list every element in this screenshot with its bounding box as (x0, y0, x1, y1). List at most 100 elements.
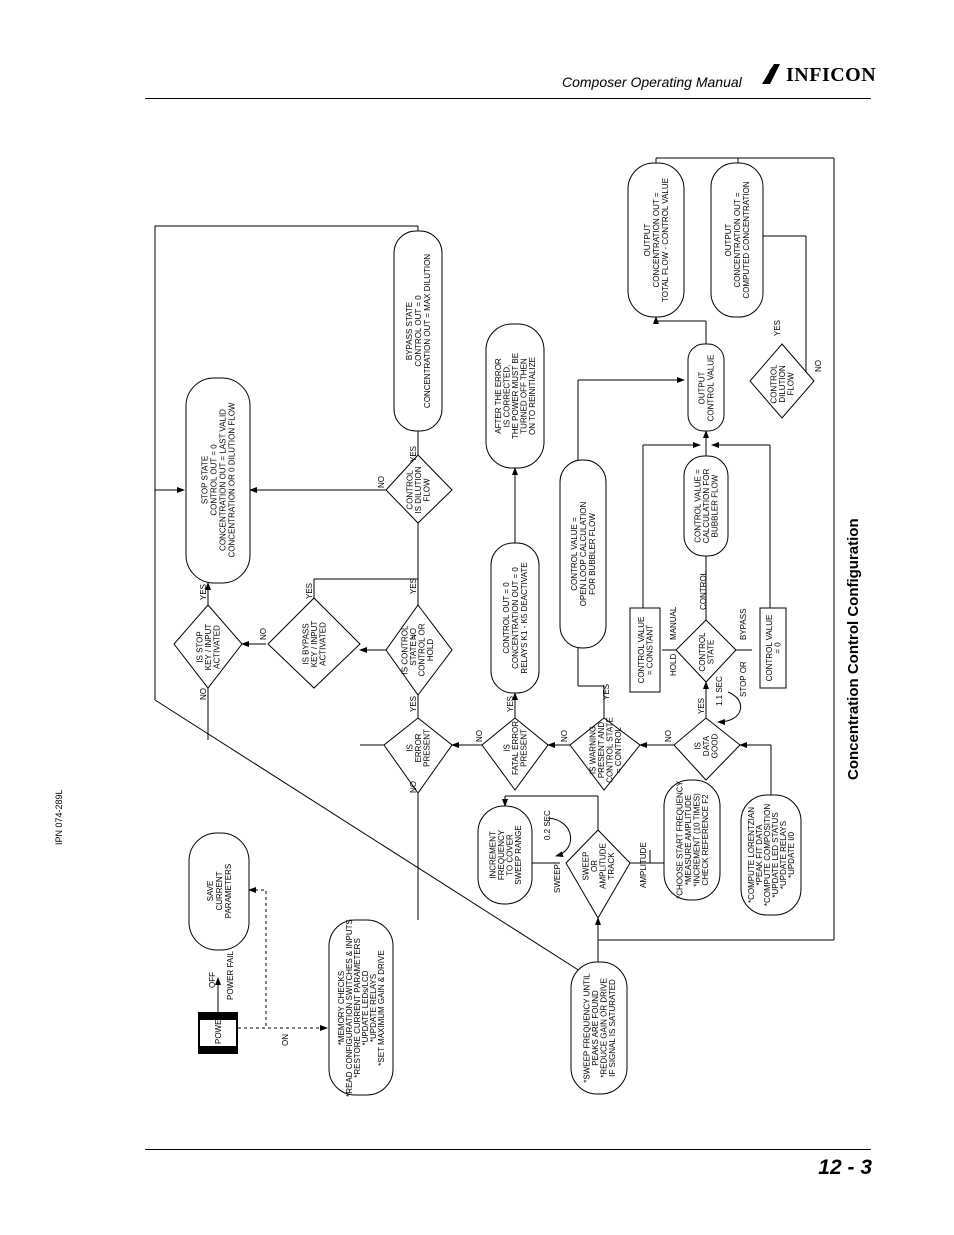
ctrl-state-q-line: CONTROL OR (417, 623, 426, 676)
out-computed-node (710, 162, 764, 318)
sweep-amp-line: TRACK (607, 852, 616, 880)
bypass-q-text: IS BYPASSKEY / INPUTACTIVATED (302, 621, 328, 668)
inficon-logo-icon (762, 64, 780, 84)
dilution-decision (385, 454, 453, 524)
ctrl-dil-q-text: CONTROLDILUTIONFLOW (770, 364, 796, 404)
no-branch-label: NO (664, 730, 673, 742)
dilution-q-line: FLOW (423, 478, 432, 502)
init-list-line: *RESTORE CURRENT PARAMETERS (353, 938, 362, 1078)
sweep-label: SWEEP (553, 864, 562, 893)
ctrl-out-zero-node (490, 542, 540, 694)
sweep-amp-text: SWEEPORAMPLITUDETRACK (581, 843, 616, 889)
bypass-state-text: BYPASS STATECONTROL OUT = 0CONCENTRATION… (405, 254, 432, 408)
save-parameters-node (188, 832, 250, 951)
diagram-caption: Concentration Control Configuration (845, 518, 862, 780)
choose-node (663, 779, 721, 901)
ctrl-out-zero-text: CONTROL OUT = 0CONCENTRATION OUT = 0RELA… (502, 562, 529, 673)
no-branch-label: NO (199, 688, 208, 700)
ctrl-out-zero-line: RELAYS K1 - K5 DEACTIVATE (520, 562, 529, 673)
increment-node (477, 805, 533, 905)
yes-branch-label: YES (409, 446, 418, 462)
data-good-line: GOOD (711, 734, 720, 759)
sec02-label: 0.2 SEC (543, 810, 552, 840)
control-state-line: STATE (706, 640, 715, 665)
init-list-line: *UPDATE RELAYS (369, 974, 378, 1042)
svg-text:POWER: POWER (214, 1014, 223, 1044)
yes-branch-label: YES (773, 320, 782, 336)
choose-line: *CHOOSE START FREQUENCY (675, 780, 684, 898)
choose-line: *INCREMENT (10 TIMES) (692, 793, 701, 887)
stop-state-node (185, 377, 251, 584)
after-error-node (485, 323, 545, 469)
yes-branch-label: YES (409, 578, 418, 594)
ctrl-calc-line: CONTROL VALUE = (694, 469, 703, 543)
ctrl-state-q-line: HOLD (426, 639, 435, 661)
ctrl-zero-node (759, 607, 787, 689)
ctrl-calc-line: BUBBLER FLOW (711, 474, 720, 537)
ctrl-constant-node (629, 607, 661, 693)
increment-line: SWEEP RANGE (514, 825, 523, 884)
off-label: OFF (208, 972, 217, 988)
compute-line: *PEAK FIT DATA (755, 824, 764, 886)
ctrl-out-zero-line: CONCENTRATION OUT = 0 (511, 567, 520, 669)
ctrl-out-zero-line: CONTROL OUT = 0 (502, 582, 511, 654)
out-total-node (627, 162, 685, 318)
compute-line: *UPDATE LED STATUS (771, 812, 780, 897)
warning-line: = CONTROL (614, 726, 623, 773)
open-loop-line: OPEN LOOP CALCULATION (579, 501, 588, 606)
bypass-q-line: ACTIVATED (319, 622, 328, 666)
output-ctrl-text: OUTPUTCONTROL VALUE (698, 355, 716, 422)
warning-line: IS WARNING (588, 726, 597, 774)
node-labels: SAVECURRENTPARAMETERS*MEMORY CHECKS*READ… (196, 178, 824, 1097)
ctrl-constant-line: = CONSTANT (645, 625, 654, 675)
init-list-line: *READ CONFIGURATION SWITCHES & INPUTS (345, 919, 354, 1097)
stop-or-label: STOP OR (739, 661, 748, 697)
bypass-state-line: BYPASS STATE (405, 302, 414, 360)
after-error-line: IS CORRECTED, (503, 365, 512, 428)
stop-q-line: IS STOP (196, 631, 205, 662)
compute-node (740, 794, 802, 916)
sweep-amp-decision (565, 829, 631, 919)
error-decision (383, 717, 453, 794)
data-good-text: ISDATAGOOD (694, 734, 720, 759)
ctrl-zero-line: = 0 (773, 642, 782, 654)
no-branch-label: NO (409, 628, 418, 640)
sweep-until-line: PEAKS ARE FOUND (591, 990, 600, 1066)
sweep-amp-line: OR (590, 860, 599, 872)
open-loop-text: CONTROL VALUE =OPEN LOOP CALCULATIONFOR … (570, 501, 597, 606)
compute-line: *UPDATE RELAYS (779, 821, 788, 889)
sweep-until-line: *REDUCE GAIN OR DRIVE (599, 978, 608, 1078)
after-error-line: THE POWER MUST BE (511, 353, 520, 439)
power-fail-label: POWER FAIL (226, 951, 235, 1000)
compute-text: *COMPUTE LORENTZIAN*PEAK FIT DATA*COMPUT… (747, 804, 796, 906)
stop-state-line: CONCENTRATION OUT = LAST VALID (219, 409, 228, 551)
stop-q-text: IS STOPKEY / INPUTACTIVATED (196, 624, 222, 671)
yes-branch-label: YES (409, 696, 418, 712)
out-total-line: OUTPUT (643, 223, 652, 256)
open-loop-line: CONTROL VALUE = (570, 517, 579, 591)
ctrl-zero-line: CONTROL VALUE (765, 615, 774, 682)
out-computed-text: OUTPUTCONCENTRATION OUT =COMPUTED CONCEN… (724, 181, 751, 298)
error-text: ISERRORPRESENT (406, 729, 432, 767)
yes-branch-label: YES (305, 583, 314, 599)
data-good-line: DATA (702, 735, 711, 756)
no-branch-label: NO (475, 730, 484, 742)
ctrl-state-decision (385, 604, 453, 696)
compute-line: *COMPUTE LORENTZIAN (747, 807, 756, 903)
warning-decision (569, 717, 641, 791)
choose-line: CHECK REFERENCE F2 (701, 794, 710, 886)
manual-title: Composer Operating Manual (562, 74, 742, 90)
bypass-decision (267, 597, 361, 689)
error-line: ERROR (414, 733, 423, 762)
no-branch-label: NO (409, 781, 418, 793)
data-good-decision (673, 717, 741, 781)
ctrl-dil-q-line: CONTROL (770, 364, 779, 404)
data-good-line: IS (694, 742, 703, 750)
choose-text: *CHOOSE START FREQUENCY*MEASURE AMPLITUD… (675, 780, 710, 898)
control-label: CONTROL (699, 570, 708, 610)
save-params-line: SAVE (206, 881, 215, 902)
save-params-line: PARAMETERS (224, 864, 233, 919)
yes-branch-label: YES (697, 698, 706, 714)
dilution-q-line: CONTROL (406, 470, 415, 510)
